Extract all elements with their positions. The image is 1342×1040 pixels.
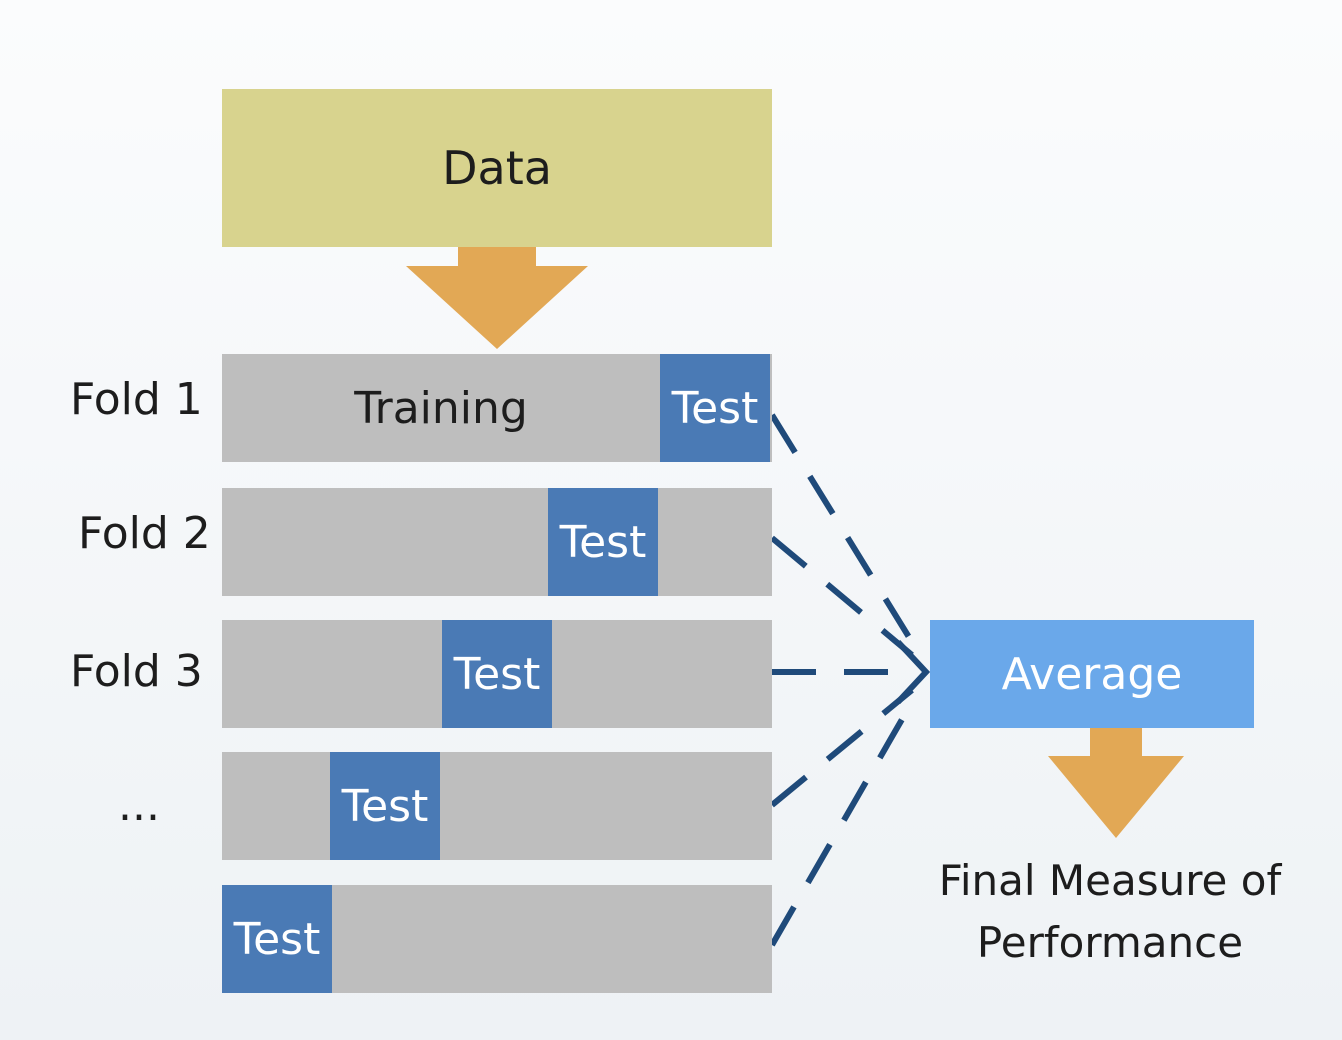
test-segment-4: Test <box>330 752 440 860</box>
final-label-line-1: Final Measure of <box>938 856 1282 905</box>
data-box: Data <box>222 89 772 247</box>
fold-label-1: Fold 1 <box>70 374 203 425</box>
fold-bar-4: Test <box>222 752 772 860</box>
training-label: Training <box>354 382 528 434</box>
average-label: Average <box>1001 648 1183 700</box>
final-measure-label: Final Measure of Performance <box>900 850 1320 974</box>
connector-fold-5 <box>769 700 915 947</box>
average-down-arrow <box>1048 728 1184 838</box>
fold-bar-5: Test <box>222 885 772 993</box>
fold-bar-1: Training Test <box>222 354 772 462</box>
data-label: Data <box>442 141 552 195</box>
connector-fold-4 <box>770 687 914 808</box>
connector-fold-2 <box>770 535 914 658</box>
fold-label-3: Fold 3 <box>70 646 203 697</box>
fold-label-2: Fold 2 <box>78 508 211 559</box>
fold-bar-2: Test <box>222 488 772 596</box>
connector-fold-1 <box>769 413 915 644</box>
test-segment-2: Test <box>548 488 658 596</box>
fold-label-4: ... <box>118 780 160 831</box>
test-segment-3: Test <box>442 620 552 728</box>
final-label-line-2: Performance <box>976 918 1244 967</box>
data-down-arrow <box>406 247 588 349</box>
average-box: Average <box>930 620 1254 728</box>
test-segment-1: Test <box>660 354 770 462</box>
fold-bar-3: Test <box>222 620 772 728</box>
test-segment-5: Test <box>222 885 332 993</box>
average-arrowhead <box>895 639 931 705</box>
